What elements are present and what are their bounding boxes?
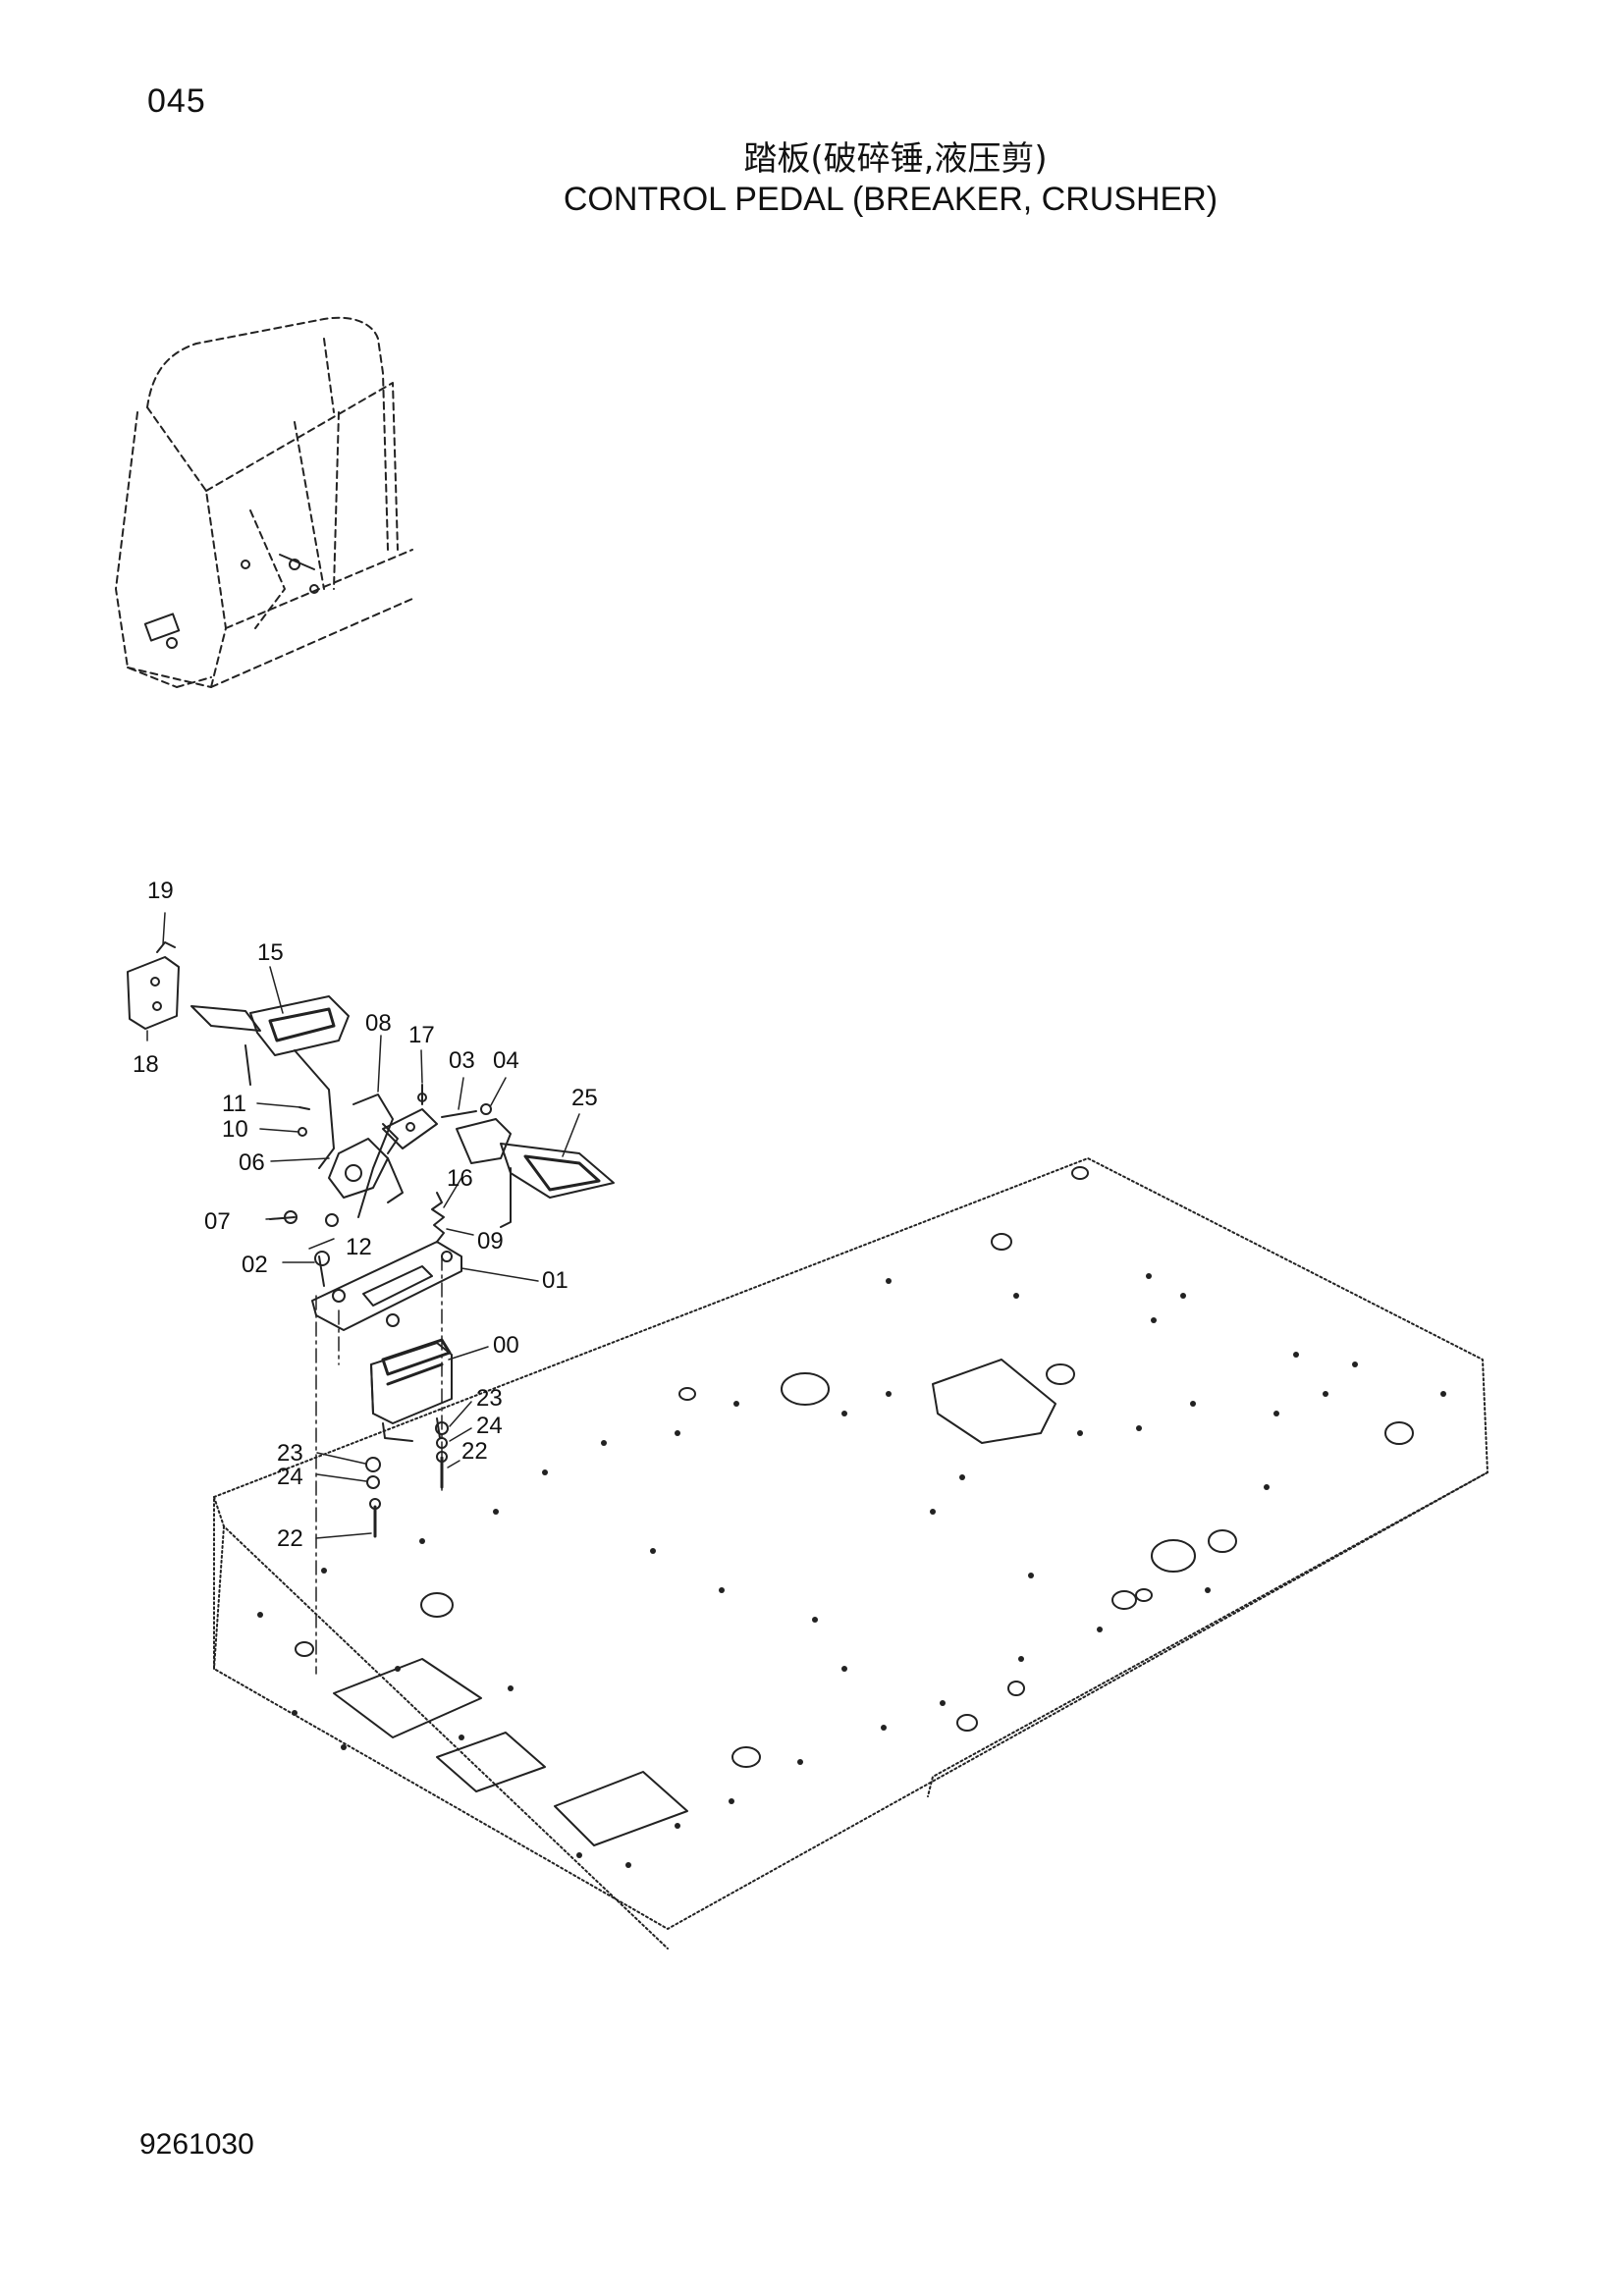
washer-23a[interactable]	[365, 1457, 381, 1472]
drawing-number: 9261030	[139, 2128, 254, 2161]
pedal-15[interactable]	[190, 995, 350, 1086]
washer-12[interactable]	[325, 1213, 339, 1227]
part-label-12[interactable]: 12	[346, 1234, 372, 1260]
part-label-24-right[interactable]: 24	[476, 1413, 503, 1439]
part-label-11[interactable]: 11	[222, 1091, 246, 1117]
part-label-02[interactable]: 02	[242, 1252, 268, 1278]
page-title-chinese: 踏板(破碎锤,液压剪)	[743, 139, 1048, 179]
part-label-23-right[interactable]: 23	[476, 1385, 503, 1412]
part-label-16[interactable]: 16	[447, 1165, 473, 1192]
part-label-18-top[interactable]: 18	[133, 1051, 159, 1078]
part-label-10[interactable]: 10	[222, 1116, 248, 1143]
part-label-07[interactable]: 07	[204, 1208, 231, 1235]
floor-bolt-holes[interactable]	[257, 1273, 1446, 1868]
part-labels: 19 15 18 08 17 03 04 25 11 10 06 16 07 1…	[133, 878, 598, 1552]
part-label-22-left[interactable]: 22	[277, 1525, 303, 1552]
washer-24a[interactable]	[366, 1475, 380, 1489]
part-label-22-right[interactable]: 22	[461, 1438, 488, 1465]
cab-floor-details	[143, 554, 319, 649]
part-label-25[interactable]: 25	[571, 1085, 598, 1111]
assembly-center-lines	[315, 1255, 443, 1675]
leader-lines	[146, 912, 580, 1539]
part-label-24-left[interactable]: 24	[277, 1464, 303, 1490]
bracket-18[interactable]	[127, 956, 180, 1030]
nut-04[interactable]	[480, 1103, 492, 1115]
part-label-00[interactable]: 00	[493, 1332, 519, 1359]
bracket-03[interactable]	[382, 1108, 438, 1149]
clip-10[interactable]	[298, 1127, 307, 1137]
part-label-23-left[interactable]: 23	[277, 1440, 303, 1467]
part-label-04[interactable]: 04	[493, 1047, 519, 1074]
pilot-valve-00[interactable]	[370, 1338, 453, 1442]
part-label-08[interactable]: 08	[365, 1010, 392, 1037]
part-label-09[interactable]: 09	[477, 1228, 504, 1255]
bolt-03[interactable]	[441, 1110, 477, 1118]
floor-openings	[295, 1166, 1414, 1846]
bolt-02[interactable]	[318, 1255, 325, 1287]
part-label-01[interactable]: 01	[542, 1267, 568, 1294]
cab-illustration	[115, 316, 413, 688]
base-plate-01[interactable]	[311, 1241, 462, 1331]
part-label-19[interactable]: 19	[147, 878, 174, 904]
arm-08[interactable]	[352, 1094, 394, 1218]
page-number: 045	[147, 82, 206, 120]
part-label-03[interactable]: 03	[449, 1047, 475, 1074]
part-label-15[interactable]: 15	[257, 939, 284, 966]
page-title-english: CONTROL PEDAL (BREAKER, CRUSHER)	[563, 181, 1218, 218]
part-label-06[interactable]: 06	[239, 1149, 265, 1176]
pin-19[interactable]	[156, 941, 176, 953]
floor-plate	[213, 1157, 1489, 1949]
part-label-17[interactable]: 17	[408, 1022, 435, 1048]
pedal-25[interactable]	[456, 1118, 615, 1228]
spring-09[interactable]	[431, 1192, 445, 1243]
